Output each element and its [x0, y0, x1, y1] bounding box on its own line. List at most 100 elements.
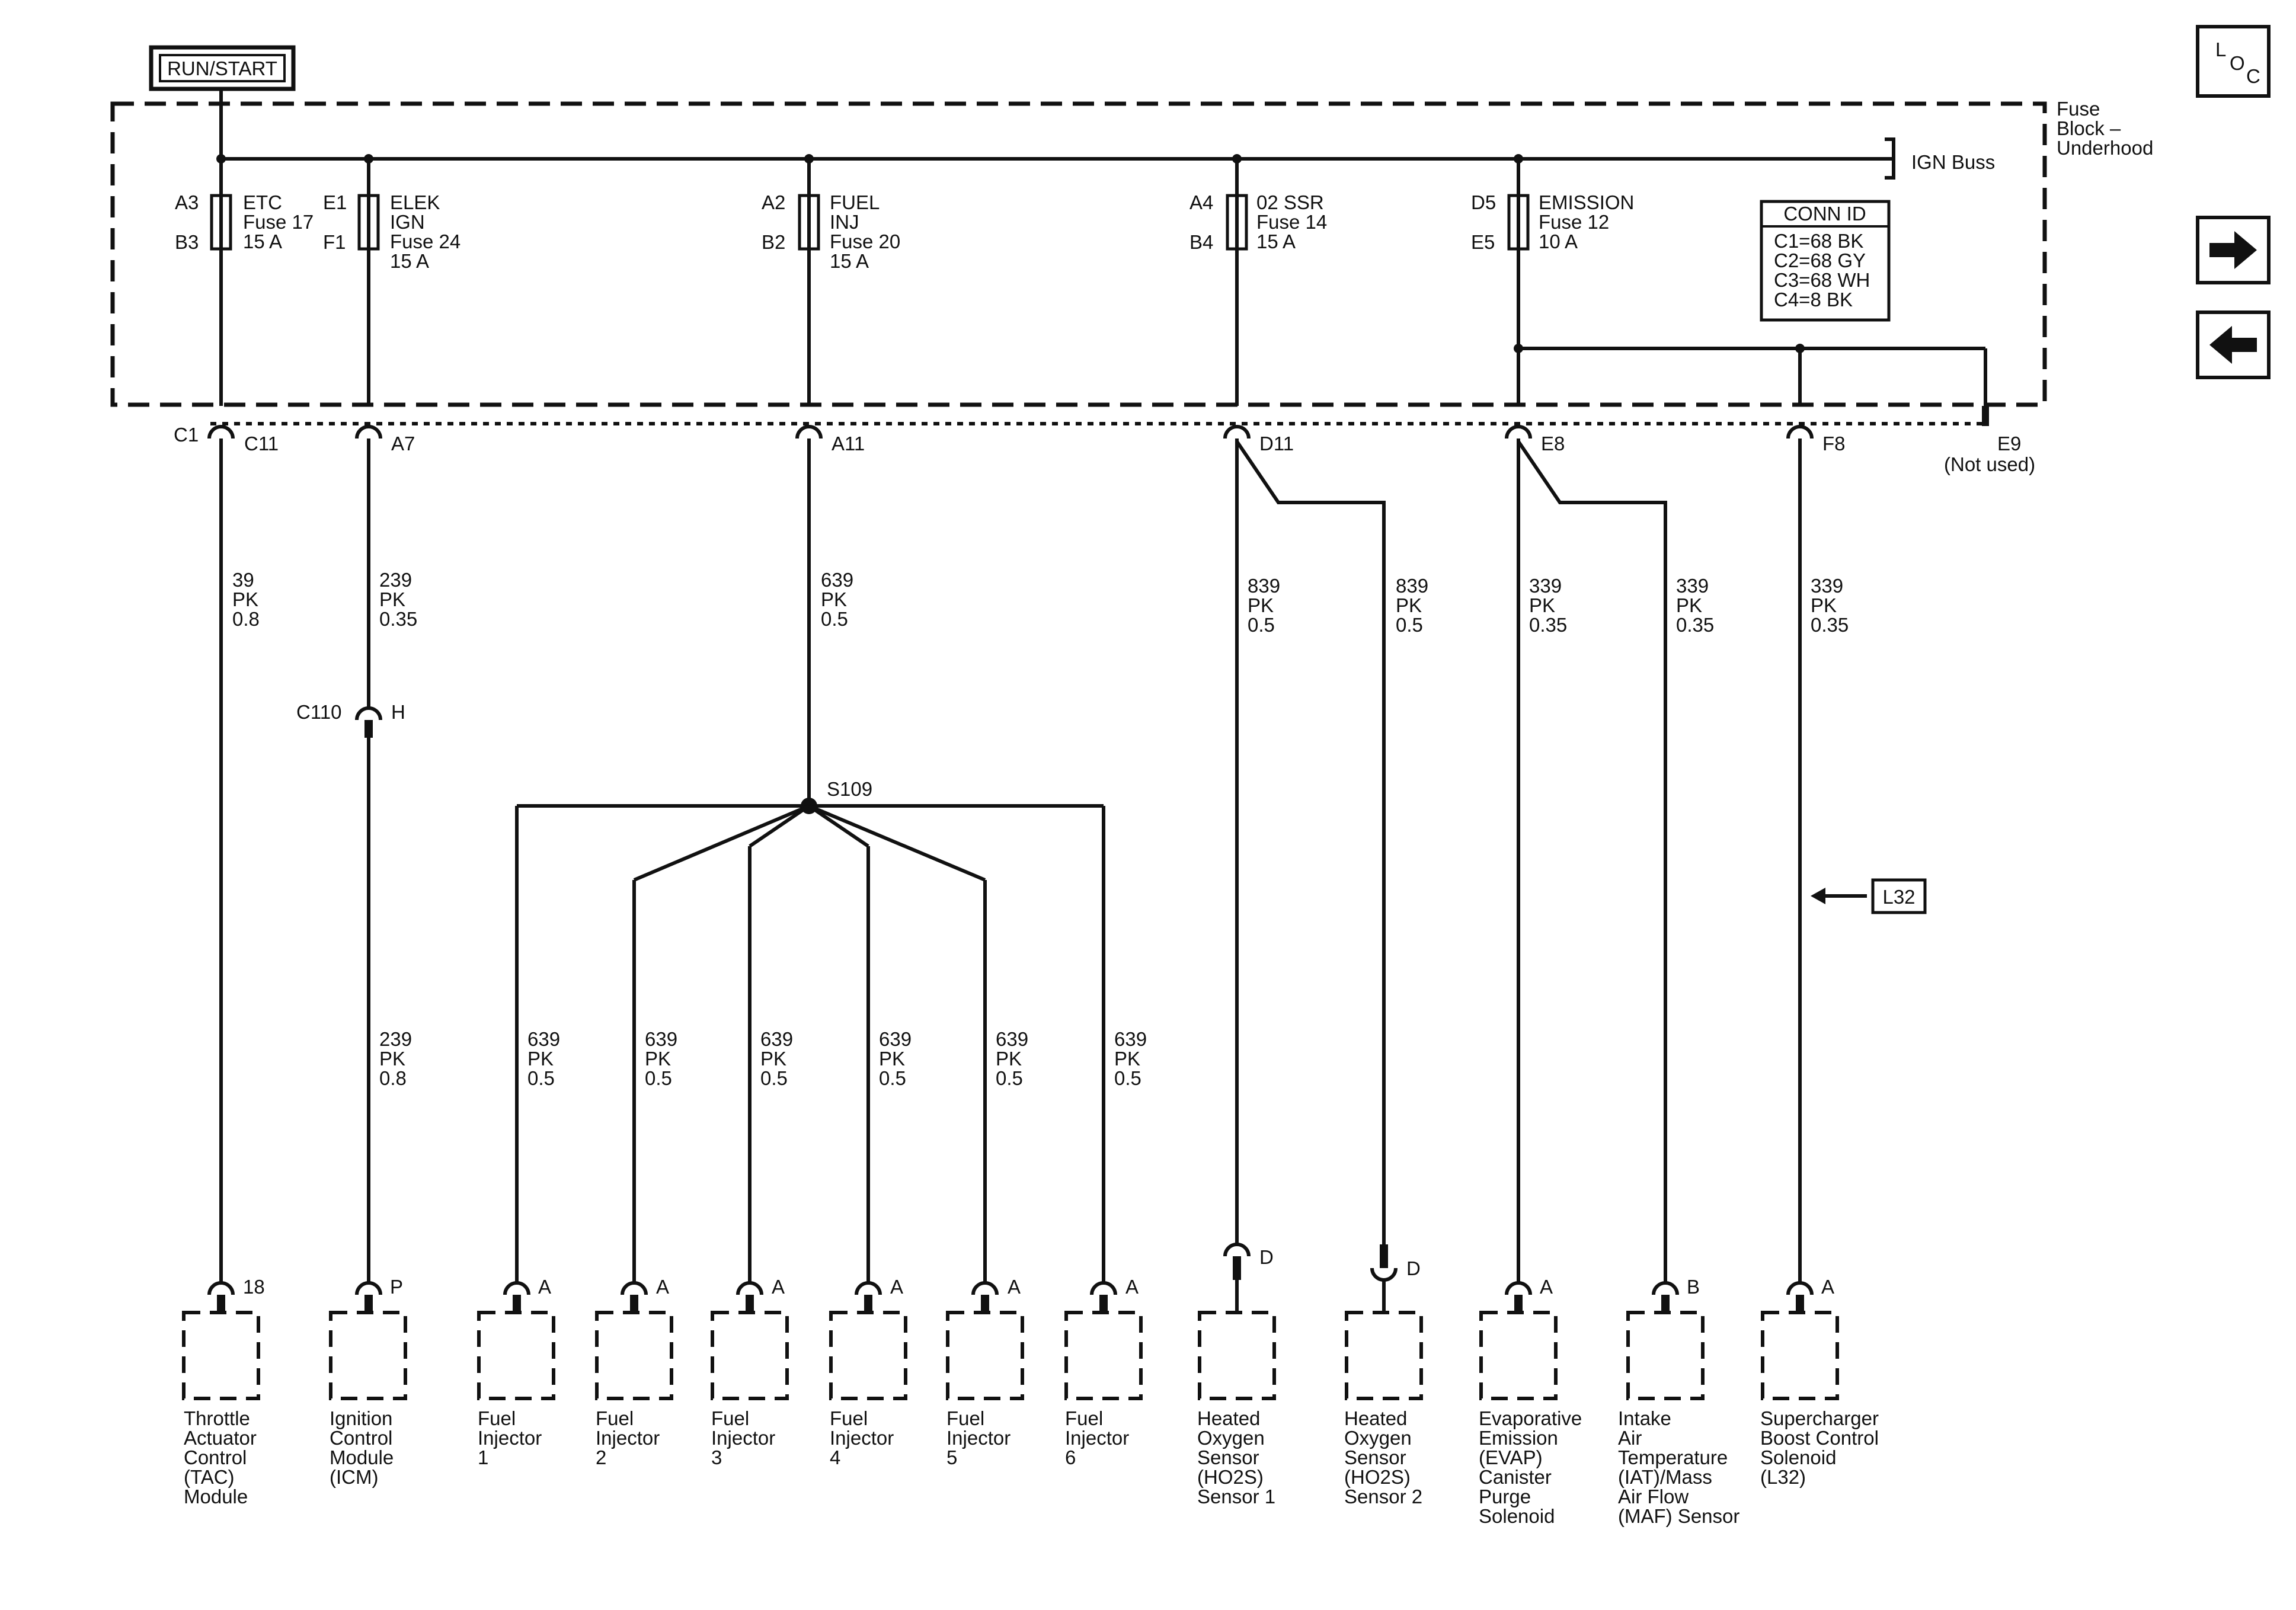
previous-page-button[interactable]: [2196, 311, 2271, 379]
component-label-evap: Evaporative Emission (EVAP) Canister Pur…: [1479, 1407, 1582, 1527]
wire-boost-size: 0.35: [1811, 614, 1849, 636]
fuse-elek-ign: E1 F1 ELEK IGN Fuse 24 15 A: [323, 159, 461, 406]
conn-id-row: C2=68 GY: [1774, 249, 1866, 271]
fuse-02-ssr-top-pin: A4: [1189, 191, 1213, 213]
loc-letter-l: L: [2215, 39, 2226, 60]
wire-fuel-inj-feed: 639 PK 0.5: [807, 438, 853, 806]
fuse-block-label-1: Fuse: [2057, 98, 2100, 120]
component-box-inj5: [946, 1311, 1024, 1400]
terminal-f8: F8: [1822, 433, 1846, 454]
wire-etc-size: 0.8: [232, 608, 260, 630]
component-box-inj3: [711, 1311, 789, 1400]
fuse-elek-ign-line-3: Fuse 24: [390, 231, 461, 252]
component-label-line: Purge: [1479, 1486, 1531, 1507]
c1-terminals: [207, 406, 1989, 439]
wire-ign-upper-circuit: 239: [379, 569, 412, 591]
component-label-line: Injector: [711, 1427, 775, 1449]
fuse-etc-line-1: ETC: [243, 191, 282, 213]
component-label-line: Solenoid: [1479, 1505, 1555, 1527]
wire-iat-size: 0.35: [1676, 614, 1714, 636]
fuse-etc: A3 B3 ETC Fuse 17 15 A: [175, 159, 314, 406]
component-box-icm: [329, 1311, 407, 1400]
component-label-line: 6: [1065, 1446, 1076, 1468]
component-label-line: (L32): [1760, 1466, 1806, 1488]
injector-1-wire-color: PK: [527, 1048, 554, 1070]
conn-id-row: C4=8 BK: [1774, 289, 1853, 311]
wire-etc: 39 PK 0.8: [219, 438, 260, 1283]
wire-ign-upper-size: 0.35: [379, 608, 417, 630]
injector-5-wire-color: PK: [996, 1048, 1022, 1070]
inline-connector-c110: C110: [296, 701, 341, 723]
fuse-elek-ign-line-4: 15 A: [390, 250, 429, 272]
fuse-fuel-inj-line-3: Fuse 20: [830, 231, 900, 252]
wire-boost-circuit: 339: [1811, 575, 1843, 597]
wire-o2: 839 PK 0.5 839 PK 0.5: [1235, 438, 1428, 1244]
fuse-emission-bottom-pin: E5: [1471, 231, 1495, 253]
component-label-line: Supercharger: [1760, 1407, 1879, 1429]
terminal-a11: A11: [832, 433, 865, 454]
injector-3-wire-color: PK: [760, 1048, 786, 1070]
ign-buss: IGN Buss: [216, 137, 1995, 180]
component-label-line: Intake: [1618, 1407, 1671, 1429]
terminal-e8: E8: [1541, 433, 1565, 454]
fuse-fuel-inj: A2 B2 FUEL INJ Fuse 20 15 A: [762, 159, 900, 406]
power-source-label: RUN/START: [167, 57, 277, 79]
component-label-line: (MAF) Sensor: [1618, 1505, 1739, 1527]
component-box-boost: [1761, 1311, 1839, 1400]
wire-iat-color: PK: [1676, 594, 1702, 616]
component-label-boost: Supercharger Boost Control Solenoid (L32…: [1760, 1407, 1879, 1488]
component-label-icm: Ignition Control Module (ICM): [330, 1407, 394, 1488]
component-box-tac: [182, 1311, 260, 1400]
component-label-line: Temperature: [1618, 1446, 1728, 1468]
conn-id-row: C1=68 BK: [1774, 230, 1863, 252]
component-label-line: Sensor: [1197, 1446, 1259, 1468]
component-label-line: (IAT)/Mass: [1618, 1466, 1712, 1488]
component-box-evap: [1479, 1311, 1558, 1400]
fuse-fuel-inj-line-2: INJ: [830, 211, 859, 233]
next-page-button[interactable]: [2196, 216, 2271, 284]
injector-5-wire-size: 0.5: [996, 1067, 1023, 1089]
fuse-etc-line-3: 15 A: [243, 231, 282, 252]
component-label-line: Injector: [1065, 1427, 1129, 1449]
fuse-etc-line-2: Fuse 17: [243, 211, 314, 233]
component-pin-inj2: A: [656, 1276, 669, 1298]
component-label-inj5: Fuel Injector 5: [946, 1407, 1011, 1468]
fuse-emission-line-3: 10 A: [1539, 231, 1578, 252]
component-label-line: Solenoid: [1760, 1446, 1836, 1468]
fuse-etc-top-pin: A3: [175, 191, 199, 213]
wire-ign-lower-color: PK: [379, 1048, 405, 1070]
wire-ign: 239 PK 0.35 C110 H 239 PK 0.8: [296, 438, 417, 1283]
conn-id-row: C3=68 WH: [1774, 269, 1870, 291]
component-label-line: Sensor 2: [1344, 1486, 1422, 1507]
component-box-iat: [1626, 1311, 1705, 1400]
injector-6-wire-circuit: 639: [1114, 1028, 1147, 1050]
component-box-inj1: [477, 1311, 555, 1400]
loc-button[interactable]: L O C: [2196, 25, 2271, 98]
fuse-emission: D5 E5 EMISSION Fuse 12 10 A: [1471, 159, 1634, 406]
component-label-inj4: Fuel Injector 4: [830, 1407, 894, 1468]
option-l32-label: L32: [1882, 886, 1915, 908]
component-label-line: Canister: [1479, 1466, 1552, 1488]
wire-o2-1-size: 0.5: [1248, 614, 1275, 636]
fuse-02-ssr: A4 B4 02 SSR Fuse 14 15 A: [1189, 159, 1327, 406]
component-pin-evap: A: [1540, 1276, 1553, 1298]
injector-4-wire-size: 0.5: [879, 1067, 906, 1089]
loc-letter-c: C: [2246, 65, 2260, 87]
fuse-fuel-inj-line-1: FUEL: [830, 191, 880, 213]
wire-ign-lower-size: 0.8: [379, 1067, 407, 1089]
splice-s109-label: S109: [827, 778, 872, 800]
terminal-e9: E9: [1997, 433, 2021, 454]
fuse-02-ssr-line-3: 15 A: [1256, 231, 1296, 252]
fuse-block-label-2: Block –: [2057, 117, 2121, 139]
component-label-line: Sensor 1: [1197, 1486, 1275, 1507]
component-label-line: Fuel: [478, 1407, 516, 1429]
fuse-fuel-inj-top-pin: A2: [762, 191, 785, 213]
fuse-elek-ign-line-2: IGN: [390, 211, 425, 233]
component-boxes: [182, 1311, 1839, 1400]
component-box-inj4: [829, 1311, 907, 1400]
component-label-line: Air: [1618, 1427, 1642, 1449]
component-label-line: Fuel: [946, 1407, 984, 1429]
wire-evap-size: 0.35: [1529, 614, 1567, 636]
power-source: RUN/START: [149, 45, 296, 91]
conn-id-title: CONN ID: [1783, 203, 1866, 225]
